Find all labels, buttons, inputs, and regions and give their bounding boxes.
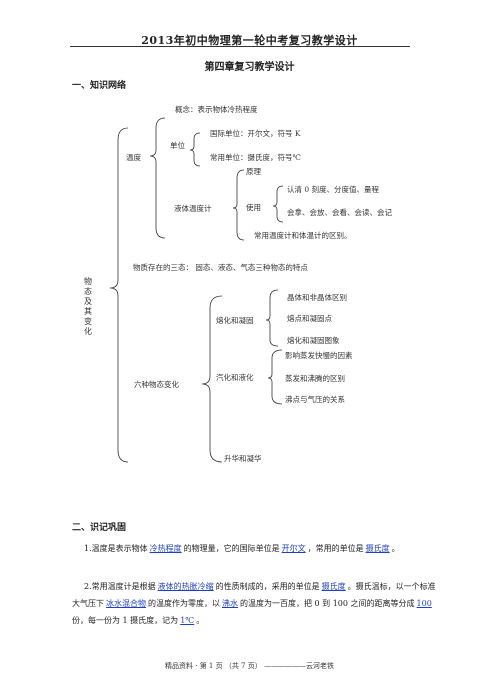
header-rule [70, 46, 410, 47]
node-si-unit: 国际单位：开尔文，符号 K [210, 129, 301, 138]
node-six-changes: 六种物态变化 [134, 380, 179, 389]
p1-text-2: 的物理量，它的国际单位是 [183, 544, 280, 553]
node-melting-item-3: 熔化和凝固图象 [287, 336, 340, 345]
p2-text-7: 。 [196, 616, 205, 625]
brace-vaporization [267, 349, 283, 405]
brace-unit [189, 132, 201, 167]
node-vaporization-item-2: 蒸发和沸腾的区别 [285, 374, 345, 383]
brace-changes [201, 295, 223, 463]
p1-blank-3: 摄氏度 [365, 544, 390, 553]
node-thermometer: 液体温度计 [174, 204, 212, 213]
node-common-unit: 常用单位：摄氏度，符号℃ [210, 153, 301, 162]
node-use-item-1: 认清 0 刻度、分度值、量程 [287, 185, 380, 194]
p2-text-6: 份，每一份为 1 摄氏度，记为 [72, 616, 179, 625]
paragraph-1: 1.温度是表示物体冷热程度的物理量，它的国际单位是开尔文，常用的单位是摄氏度。 [72, 540, 442, 557]
p2-blank-3: 冰水混合物 [106, 599, 146, 608]
page-footer: 精品资料 · 第 1 页 （共 7 页） ——————云河老铁 [165, 662, 334, 670]
p2-text-5: 的温度为一百度，把 0 到 100 之间的距离等分成 [240, 599, 415, 608]
section-heading-knowledge-network: 一、知识网络 [72, 81, 127, 91]
node-vaporization: 汽化和液化 [216, 373, 254, 382]
header-title: 2013年初中物理第一轮中考复习教学设计 [141, 34, 358, 47]
document-title: 第四章复习教学设计 [204, 62, 295, 73]
brace-root [109, 127, 129, 463]
node-thermometer-difference: 常用温度计和体温计的区别。 [254, 231, 352, 240]
node-principle: 原理 [246, 167, 261, 176]
node-three-states: 物质存在的三态： 固态、液态、气态三种物态的特点 [133, 263, 308, 272]
p1-blank-2: 开尔文 [281, 544, 306, 553]
p2-text-4: 的温度作为零度，以 [148, 599, 220, 608]
p2-blank-6: 1℃ [180, 616, 195, 625]
p1-text-4: 。 [391, 544, 400, 553]
p2-blank-1: 液体的热胀冷缩 [157, 582, 214, 591]
node-melting-item-2: 熔点和凝固点 [287, 314, 332, 323]
node-vaporization-item-1: 影响蒸发快慢的因素 [285, 351, 353, 360]
node-sublimation: 升华和凝华 [224, 454, 262, 463]
node-melting-item-1: 晶体和非晶体区别 [287, 293, 347, 302]
node-use: 使用 [246, 203, 261, 212]
p2-blank-4: 沸水 [222, 599, 238, 608]
p2-text-1: 2.常用温度计是根据 [84, 582, 156, 591]
node-concept: 概念：表示物体冷热程度 [175, 105, 258, 114]
brace-melting [265, 289, 279, 347]
p1-blank-1: 冷热程度 [149, 544, 182, 553]
p2-blank-5: 100 [416, 599, 432, 608]
root-node-label: 物态及其变化 [84, 277, 92, 336]
brace-temperature [149, 117, 166, 239]
node-unit: 单位 [170, 141, 185, 150]
p2-text-2: 的性质制成的，采用的单位是 [215, 582, 320, 591]
p1-text-3: ，常用的单位是 [307, 544, 364, 553]
section-heading-memory-review: 二、识记巩固 [72, 523, 127, 533]
brace-thermometer [232, 169, 245, 241]
p1-text-1: 1.温度是表示物体 [84, 544, 148, 553]
node-melting: 熔化和凝固 [216, 316, 254, 325]
paragraph-2: 2.常用温度计是根据液体的热胀冷缩的性质制成的，采用的单位是摄氏度。摄氏温标，以… [72, 578, 442, 629]
p2-blank-2: 摄氏度 [321, 582, 346, 591]
node-vaporization-item-3: 沸点与气压的关系 [285, 395, 345, 404]
node-use-item-2: 会拿、会放、会看、会读、会记 [287, 208, 392, 217]
brace-use [272, 185, 284, 223]
node-temperature: 温度 [126, 153, 141, 162]
p2-text-3: 。摄氏温标，以一个标准大气压下 [72, 582, 436, 608]
